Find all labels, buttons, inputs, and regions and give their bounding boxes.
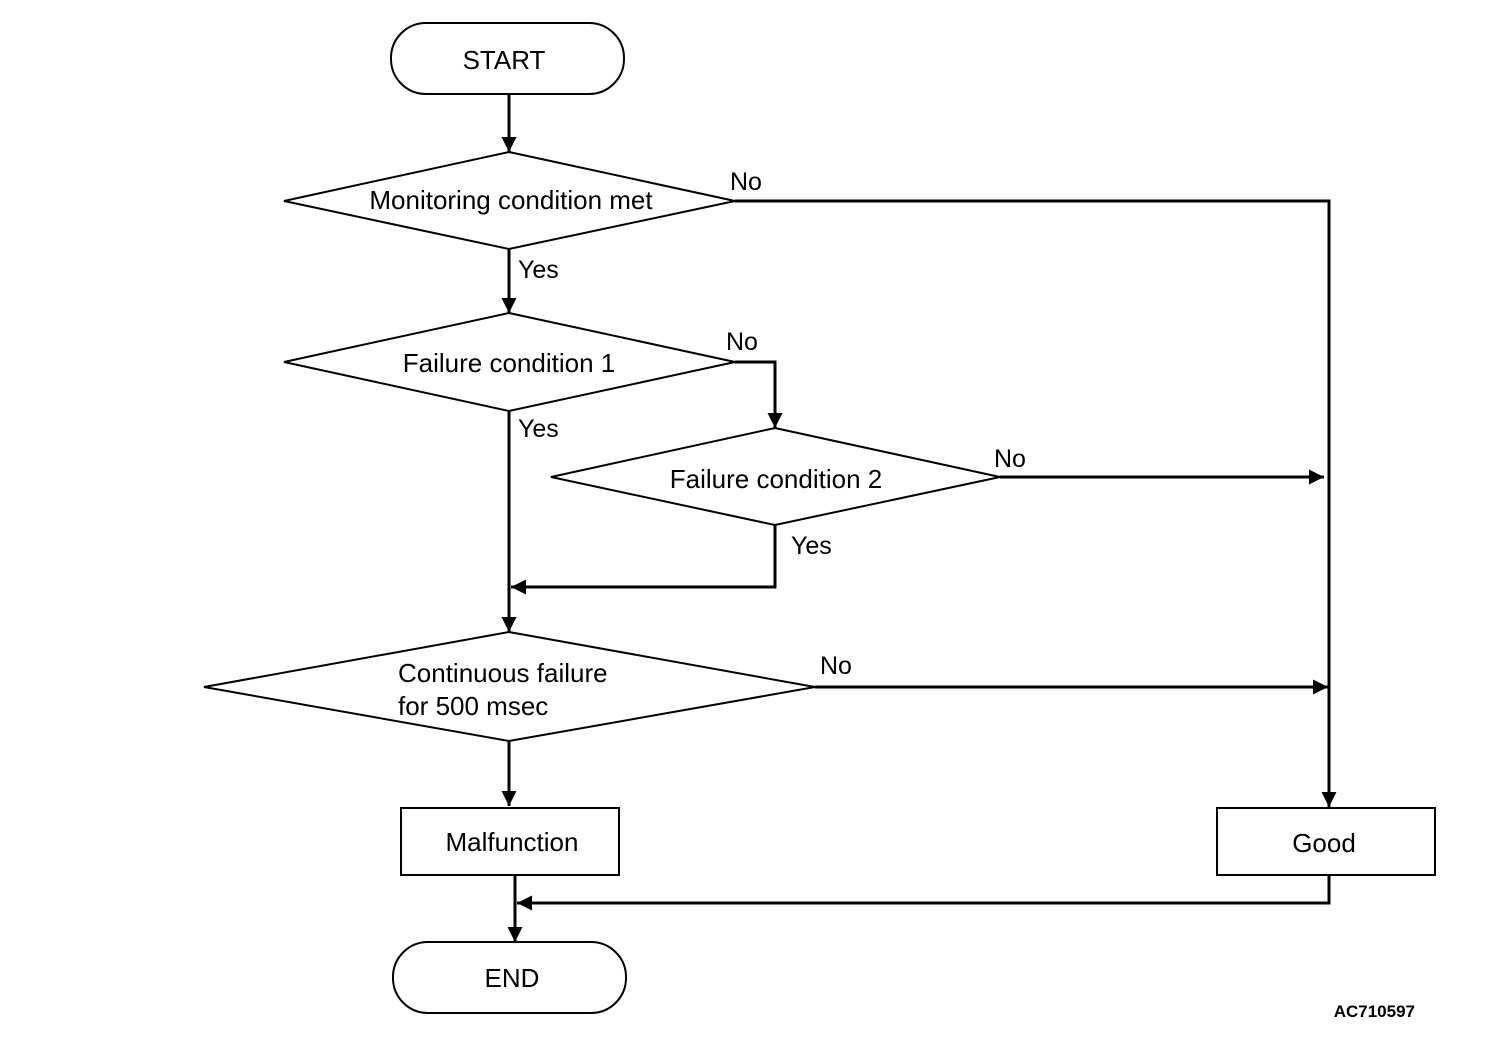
failure2-decision: Failure condition 2	[550, 426, 1001, 527]
end-node: END	[392, 941, 627, 1014]
failure2-yes-label: Yes	[791, 532, 832, 560]
failure1-yes-label: Yes	[518, 415, 559, 443]
end-label: END	[485, 963, 540, 993]
continuous-decision: Continuous failure for 500 msec	[203, 630, 816, 743]
monitoring-decision: Monitoring condition met	[283, 150, 736, 251]
failure2-label: Failure condition 2	[670, 464, 882, 494]
connector-good-to-end	[517, 876, 1331, 911]
continuous-label-line1: Continuous failure	[398, 658, 608, 688]
failure1-decision: Failure condition 1	[283, 311, 736, 413]
connector-monitoring-no	[735, 199, 1337, 807]
failure2-no-label: No	[994, 445, 1026, 473]
continuous-no-label: No	[820, 652, 852, 680]
reference-code: AC710597	[1334, 1002, 1415, 1021]
failure1-label: Failure condition 1	[403, 348, 615, 378]
connector-failure2-yes	[511, 525, 777, 595]
continuous-label-line2: for 500 msec	[398, 691, 548, 721]
edge-labels: No Yes No Yes No Yes No	[518, 168, 1026, 680]
good-node: Good	[1216, 807, 1436, 876]
start-node: START	[390, 22, 625, 95]
malfunction-label: Malfunction	[446, 827, 579, 857]
connectors	[501, 94, 1337, 942]
connector-failure1-no	[735, 360, 783, 428]
monitoring-no-label: No	[730, 168, 762, 196]
good-label: Good	[1292, 828, 1356, 858]
monitoring-label: Monitoring condition met	[369, 185, 653, 215]
failure1-no-label: No	[726, 328, 758, 356]
monitoring-yes-label: Yes	[518, 256, 559, 284]
start-label: START	[463, 45, 546, 75]
malfunction-node: Malfunction	[400, 807, 620, 876]
